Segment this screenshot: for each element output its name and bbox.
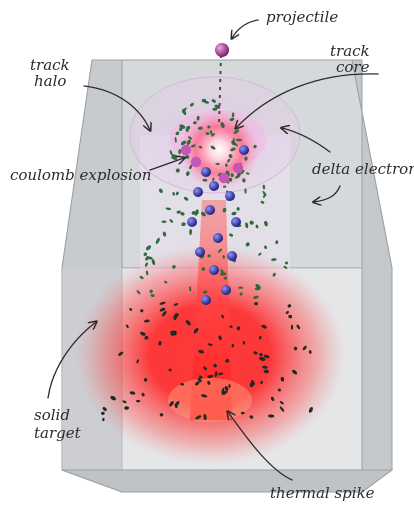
ion	[209, 181, 219, 191]
label-solid-target-line2: target	[34, 424, 82, 442]
ion	[191, 157, 201, 167]
delta-electron	[162, 221, 167, 223]
ion	[233, 163, 243, 173]
ion	[181, 145, 191, 155]
ion	[219, 173, 229, 183]
ion	[221, 285, 231, 295]
ion	[225, 191, 235, 201]
label-thermal-spike: thermal spike	[270, 484, 375, 502]
label-delta-electrons: delta electrons	[312, 160, 414, 178]
ion	[201, 167, 211, 177]
ion	[187, 217, 197, 227]
label-solid-target-line1: solid	[34, 406, 70, 424]
projectile-ion	[215, 43, 229, 57]
arrow-projectile	[232, 20, 258, 38]
ion	[193, 187, 203, 197]
ion	[201, 295, 211, 305]
label-track-halo-line2: halo	[34, 72, 66, 90]
ion	[195, 247, 205, 257]
ion	[239, 145, 249, 155]
ion	[209, 265, 219, 275]
delta-electron	[238, 287, 243, 289]
ion	[205, 205, 215, 215]
ion	[213, 233, 223, 243]
label-projectile: projectile	[266, 8, 338, 26]
ion	[231, 217, 241, 227]
label-coulomb-explosion: coulomb explosion	[10, 166, 151, 184]
ion	[227, 251, 237, 261]
label-track-core-line2: core	[336, 58, 370, 76]
